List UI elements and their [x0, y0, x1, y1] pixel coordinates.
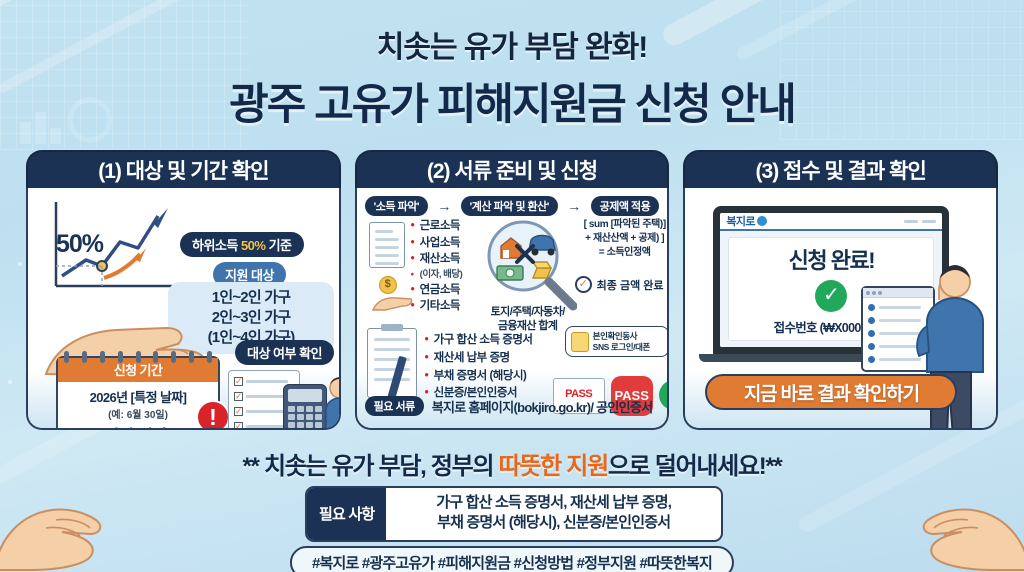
- income-item: 사업소득: [411, 235, 515, 252]
- document-item: 신분증/본인인증서: [425, 385, 575, 403]
- asset-sum-caption: 토지/주택/자동차/금융재산 합계: [490, 306, 566, 332]
- requirements-line-2: 부채 증명서 (해당시), 신분증/본인인증서: [437, 514, 671, 532]
- household-item: 2인~3인 가구: [211, 308, 291, 326]
- completion-card: 신청 완료! ✓ 접수번호 (₩X0000000): [728, 237, 935, 341]
- household-item: 1인~2인 가구: [211, 289, 291, 306]
- bokjiro-logo-text: 복지로: [726, 216, 755, 228]
- growth-chart-icon: [54, 202, 176, 288]
- step-2-header: (2) 서류 준비 및 신청: [354, 150, 670, 188]
- laptop-base: [699, 354, 964, 362]
- income-type-list: 근로소득 사업소득 재산소득 (이자, 배당) 연금소득 기타소득: [411, 218, 515, 315]
- completion-title: 신청 완료!: [788, 247, 876, 273]
- calendar-date-primary: 2026년 [특정 날짜]: [89, 390, 187, 405]
- badge-suffix: 기준: [265, 238, 292, 253]
- required-document-list: 가구 합산 소득 증명서 재산세 납부 증명 부채 증명서 (해당시) 신분증/…: [425, 332, 575, 403]
- income-item: 기타소득: [411, 298, 515, 315]
- check-circle-icon: ✓: [574, 276, 592, 293]
- final-amount-label: 최종 금액 완료: [596, 279, 664, 292]
- document-item: 가구 합산 소득 증명서: [425, 332, 575, 350]
- income-item-sub: (이자, 배당): [411, 268, 515, 282]
- steps-container: (1) 대상 및 기간 확인 50% 하위소득 50% 기: [26, 150, 999, 430]
- flow-arrow-icon: →: [567, 198, 582, 214]
- page-title: 치솟는 유가 부담 완화! 광주 고유가 피해지원금 신청 안내: [0, 22, 1024, 132]
- hand-left-illustration: [0, 508, 102, 571]
- badge-highlight: 50%: [240, 238, 266, 253]
- coin-icon: $: [378, 276, 397, 294]
- deadline-warning: 마감 임박!: [58, 422, 218, 428]
- income-item: 근로소득: [411, 218, 515, 235]
- income-item: 연금소득: [411, 282, 515, 299]
- hand-right-illustration: [922, 508, 1024, 571]
- person-illustration: [325, 377, 339, 428]
- application-period-calendar: 신청 기간 2026년 [특정 날짜] (예: 6월 30일) 마감 임박!: [56, 351, 220, 428]
- step-3-header: (3) 접수 및 결과 확인: [683, 150, 999, 188]
- flow-step-deduction: 공제액 적용: [590, 196, 660, 216]
- success-check-icon: ✓: [815, 279, 848, 312]
- flow-step-conversion: '계산 파악 및 환산': [460, 196, 558, 216]
- hashtag-bar: #복지로 #광주고유가 #피해지원금 #신청방법 #정부지원 #따뜻한복지: [289, 546, 735, 572]
- document-icon: [368, 222, 405, 268]
- bokjiro-logo: 복지로: [726, 213, 767, 229]
- hand-icon: [371, 297, 412, 311]
- document-item: 재산세 납부 증명: [425, 350, 575, 368]
- step-1-header: (1) 대상 및 기간 확인: [26, 150, 341, 188]
- required-docs-value: 복지로 홈페이지(bokjiro.go.kr)/ 공인인증서: [431, 399, 653, 415]
- chart-percent-label: 50%: [56, 230, 104, 258]
- step-3-body: 복지로 신청 완료! ✓ 접수번호 (₩X0000000): [683, 188, 999, 430]
- magnifier-assets-icon: [487, 220, 577, 311]
- step-2-panel: (2) 서류 준비 및 신청 '소득 파악' → '계산 파악 및 환산' → …: [354, 150, 670, 430]
- calendar-date-example: (예: 6월 30일): [108, 410, 168, 421]
- badge-prefix: 하위소득: [192, 238, 241, 253]
- title-subheading: 치솟는 유가 부담 완화!: [376, 31, 648, 64]
- step-1-panel: (1) 대상 및 기간 확인 50% 하위소득 50% 기: [26, 150, 341, 430]
- requirements-text: 가구 합산 소득 증명서, 재산세 납부 증명, 부채 증명서 (해당시), 신…: [386, 488, 721, 540]
- step-1-body: 50% 하위소득 50% 기준 지원 대상 1인~2인 가구 2인~3인 가구 …: [26, 188, 341, 430]
- browser-bar: 복지로: [720, 213, 943, 231]
- id-card-icon: [570, 331, 589, 352]
- document-item: 부채 증명서 (해당시): [425, 368, 575, 386]
- income-formula: [ sum [파악된 주택)]+ 재산산액 + 공제) ]= 소득인정액: [583, 219, 667, 258]
- tagline-before: ** 치솟는 유가 부담, 정부의: [242, 453, 499, 480]
- final-amount-status: ✓ 최종 금액 완료: [574, 276, 664, 293]
- alert-exclamation-icon: !: [196, 400, 230, 428]
- check-result-button[interactable]: 지금 바로 결과 확인하기: [705, 374, 958, 410]
- income-item: 재산소득: [411, 251, 515, 268]
- flow-arrow-icon: →: [437, 198, 452, 214]
- requirements-box: 필요 사항 가구 합산 소득 증명서, 재산세 납부 증명, 부채 증명서 (해…: [305, 486, 723, 542]
- income-criteria-badge: 하위소득 50% 기준: [180, 232, 304, 257]
- requirements-line-1: 가구 합산 소득 증명서, 재산세 납부 증명,: [436, 494, 672, 511]
- step-2-body: '소득 파악' → '계산 파악 및 환산' → 공제액 적용 근로소득 사업소…: [354, 188, 670, 430]
- bokjiro-logo-mark-icon: [756, 216, 767, 226]
- step-3-panel: (3) 접수 및 결과 확인 복지로: [683, 150, 999, 430]
- verified-check-icon: ✓: [658, 380, 668, 410]
- requirements-label: 필요 사항: [307, 488, 387, 540]
- title-heading: 광주 고유가 피해지원금 신청 안내: [229, 81, 797, 129]
- receipt-number: 접수번호 (₩X0000000): [773, 320, 890, 335]
- tagline-highlight: 따뜻한 지원: [498, 453, 610, 480]
- required-docs-footer: 필요 서류 복지로 홈페이지(bokjiro.go.kr)/ 공인인증서: [364, 396, 660, 416]
- eligibility-check-label: 대상 여부 확인: [235, 340, 334, 365]
- calendar-rings: [64, 351, 212, 363]
- process-flow: '소득 파악' → '계산 파악 및 환산' → 공제액 적용: [364, 196, 660, 216]
- pass-app-icon[interactable]: PASS: [610, 376, 653, 416]
- browser-menu-icon: [904, 219, 937, 223]
- eligibility-check-badge: 대상 여부 확인: [235, 340, 334, 365]
- tagline-after: 으로 덜어내세요!**: [607, 453, 783, 480]
- pass-certificate-icon: PASS: [552, 378, 605, 414]
- bottom-tagline: ** 치솟는 유가 부담, 정부의 따뜻한 지원으로 덜어내세요!**: [0, 446, 1024, 481]
- flow-step-income: '소득 파악': [364, 196, 428, 216]
- required-docs-label: 필요 서류: [364, 396, 424, 416]
